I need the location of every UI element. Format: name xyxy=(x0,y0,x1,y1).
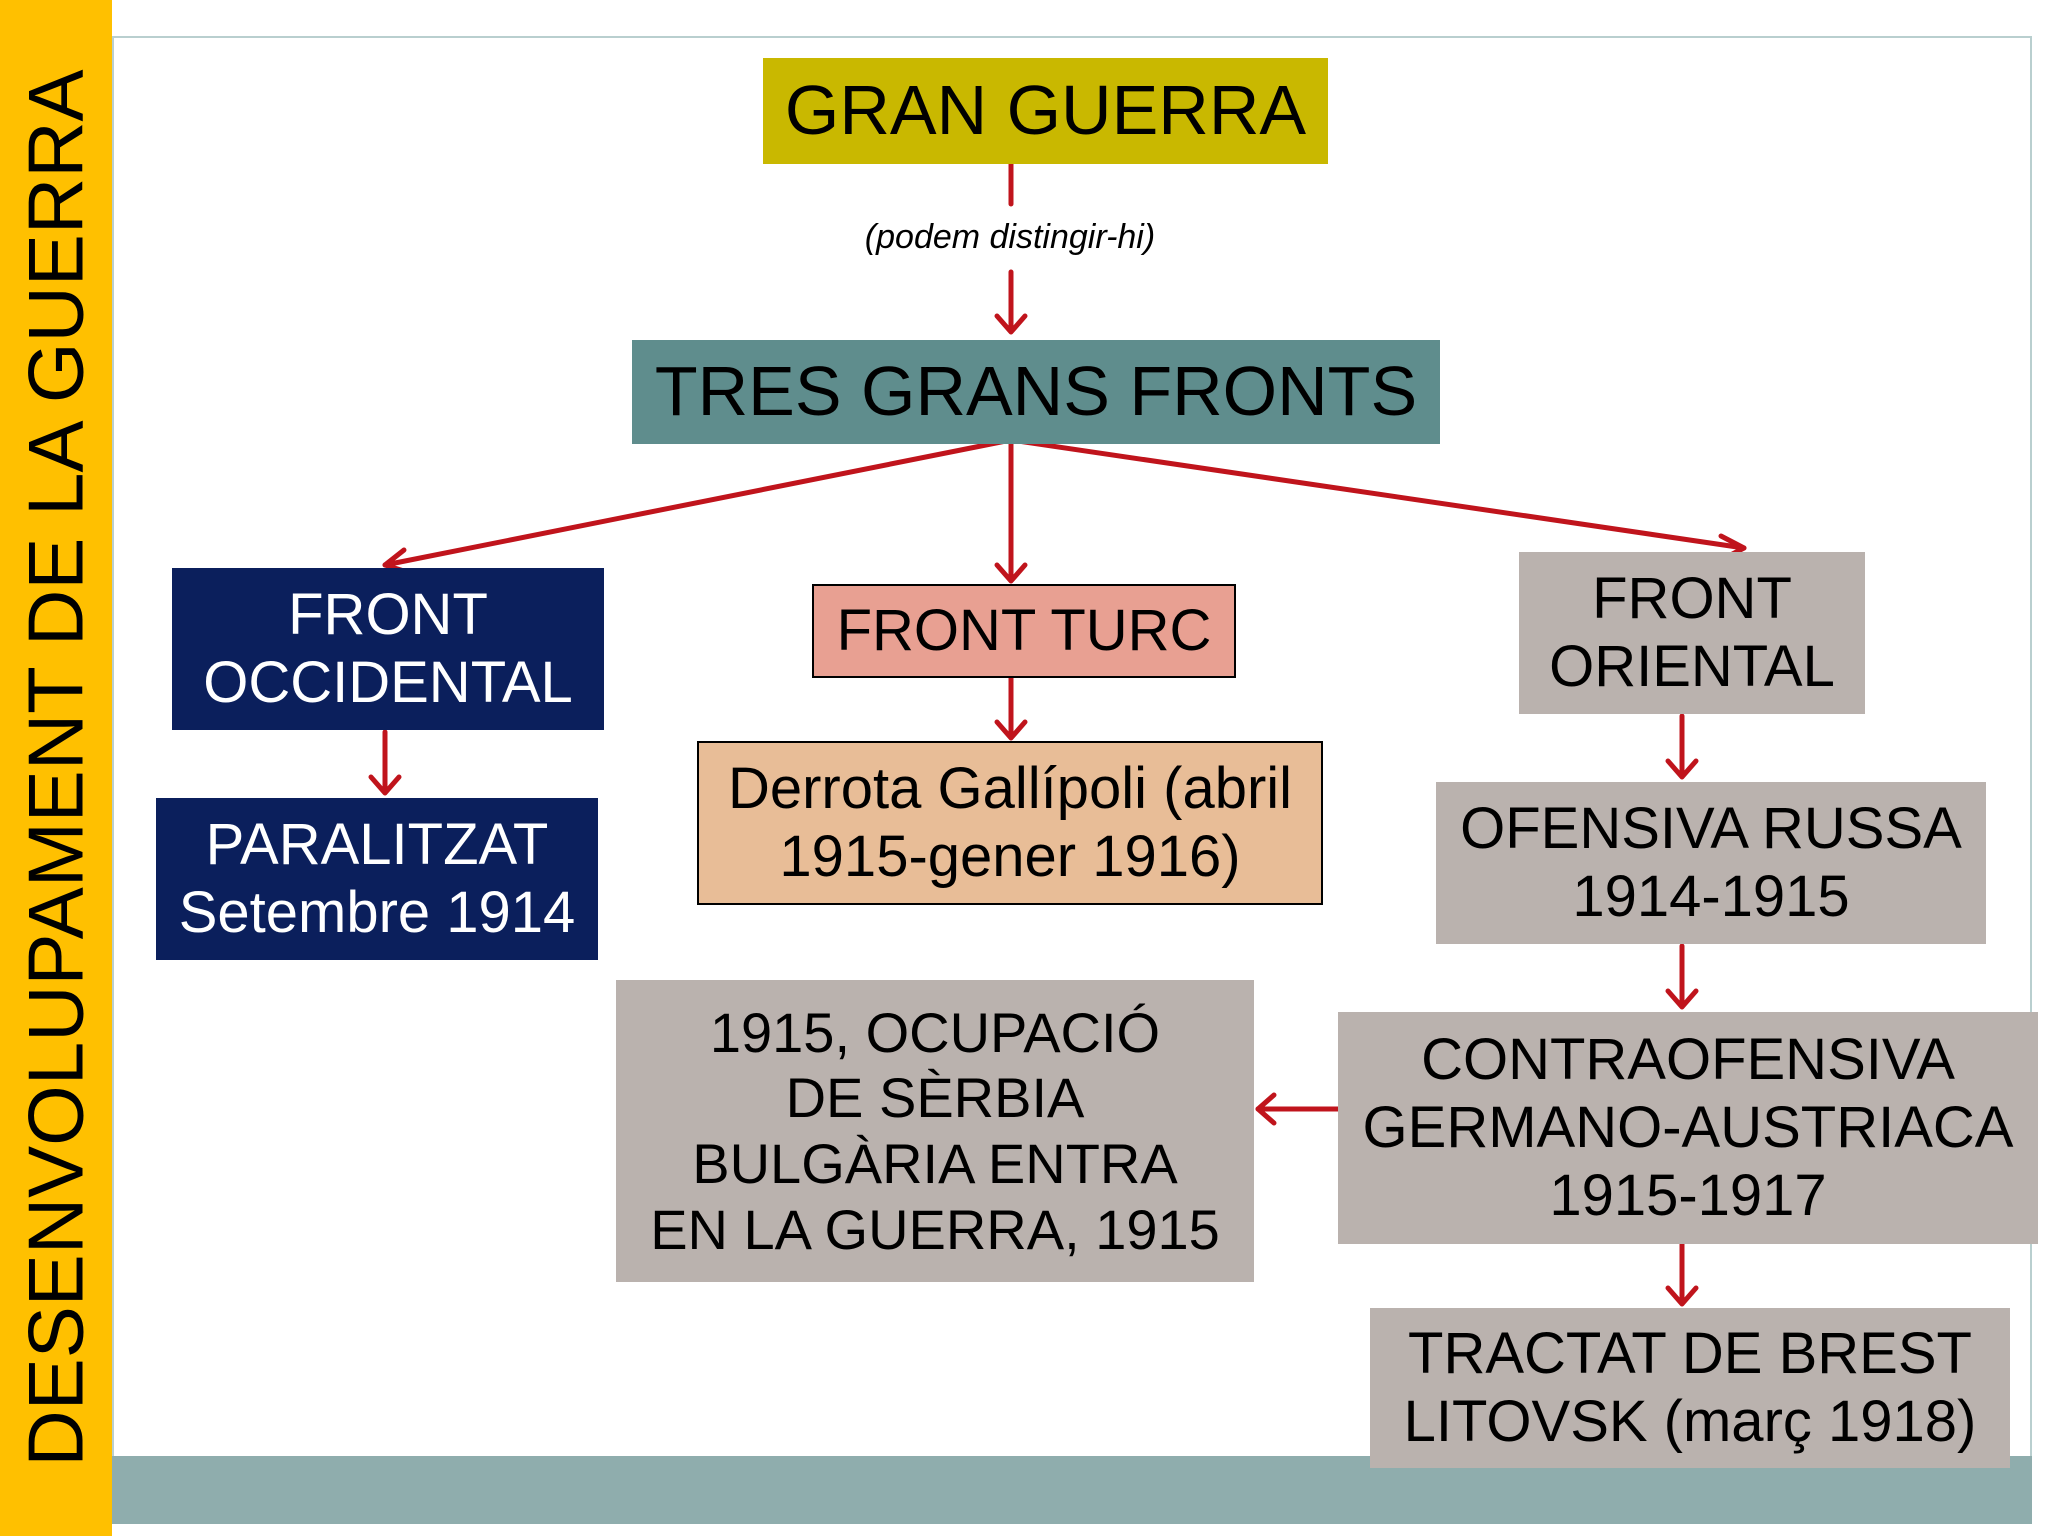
oriental-step-ofensiva: OFENSIVA RUSSA 1914-1915 xyxy=(1436,782,1986,944)
front-occidental-line-2: OCCIDENTAL xyxy=(203,650,573,715)
contraofensiva-line-1: CONTRAOFENSIVA xyxy=(1421,1027,1955,1093)
front-oriental-line-1: FRONT xyxy=(1592,566,1792,632)
oriental-step-tractat: TRACTAT DE BREST LITOVSK (març 1918) xyxy=(1370,1308,2010,1468)
front-occidental-line-1: FRONT xyxy=(288,582,488,648)
occidental-outcome-line-1: PARALITZAT xyxy=(205,812,549,878)
root-label: GRAN GUERRA xyxy=(784,71,1307,150)
contraofensiva-line-2: GERMANO-AUSTRIACA xyxy=(1362,1095,2014,1161)
front-occidental-outcome-node: PARALITZAT Setembre 1914 xyxy=(156,798,598,960)
front-turc-label: FRONT TURC xyxy=(836,598,1212,664)
arrow-hub-oriental xyxy=(1008,437,1747,551)
arrowhead-turc xyxy=(994,562,1028,584)
root-node: GRAN GUERRA xyxy=(763,58,1328,164)
side-event-line-2: DE SÈRBIA xyxy=(785,1066,1085,1130)
hub-node: TRES GRANS FRONTS xyxy=(632,340,1440,444)
arrowhead-side xyxy=(1255,1092,1277,1126)
connector-note: (podem distingir-hi) xyxy=(864,218,1156,256)
hub-label: TRES GRANS FRONTS xyxy=(654,352,1418,431)
side-event-line-4: EN LA GUERRA, 1915 xyxy=(650,1197,1220,1261)
front-turc-node: FRONT TURC xyxy=(812,584,1236,678)
ofensiva-line-2: 1914-1915 xyxy=(1572,864,1850,929)
arrowhead-turc-outcome xyxy=(994,719,1028,741)
ofensiva-line-1: OFENSIVA RUSSA xyxy=(1460,796,1962,862)
side-event-line-3: BULGÀRIA ENTRA xyxy=(692,1132,1178,1195)
turc-outcome-line-1: Derrota Gallípoli (abril xyxy=(727,756,1293,822)
tractat-line-2: LITOVSK (març 1918) xyxy=(1403,1389,1977,1454)
tractat-line-1: TRACTAT DE BREST xyxy=(1408,1321,1972,1387)
arrowhead-occidental-outcome xyxy=(368,774,402,796)
arrowhead-step2-step3 xyxy=(1665,1285,1699,1307)
front-turc-outcome-node: Derrota Gallípoli (abril 1915-gener 1916… xyxy=(697,741,1323,905)
arrow-hub-occidental xyxy=(382,437,1014,568)
front-oriental-line-2: ORIENTAL xyxy=(1549,634,1835,699)
arrowhead-oriental-step1 xyxy=(1665,758,1699,780)
occidental-outcome-line-2: Setembre 1914 xyxy=(178,880,576,945)
sidebar: DESENVOLUPAMENT DE LA GUERRA xyxy=(0,0,112,1536)
oriental-step-contraofensiva: CONTRAOFENSIVA GERMANO-AUSTRIACA 1915-19… xyxy=(1338,1012,2038,1244)
contraofensiva-line-3: 1915-1917 xyxy=(1549,1162,1827,1228)
front-occidental-node: FRONT OCCIDENTAL xyxy=(172,568,604,730)
side-event-serbia: 1915, OCUPACIÓ DE SÈRBIA BULGÀRIA ENTRA … xyxy=(616,980,1254,1282)
side-event-line-1: 1915, OCUPACIÓ xyxy=(709,1000,1161,1064)
turc-outcome-line-2: 1915-gener 1916) xyxy=(779,824,1241,889)
arrowhead-step1-step2 xyxy=(1665,988,1699,1010)
arrowhead-hub xyxy=(994,313,1028,335)
front-oriental-node: FRONT ORIENTAL xyxy=(1519,552,1865,714)
